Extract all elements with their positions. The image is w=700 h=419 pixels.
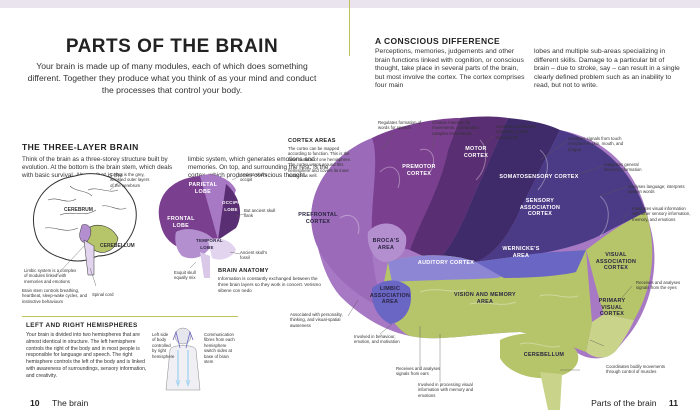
cortex-note: Cortex is the grey, wrinkled outer layer… (110, 172, 150, 188)
limbic-note: Limbic system is a complex of modules li… (24, 268, 77, 284)
occipital-lobe-label: OCCIPITAL LOBE (222, 200, 249, 212)
callout-integrates-general: Integrates general sensory information (604, 162, 642, 173)
callout-receives-eyes: Receives and analyses signals from the e… (636, 280, 681, 291)
lobe-brain (158, 174, 245, 278)
outline-brain (33, 173, 137, 287)
three-layer-text-col2: limbic system, which generates emotions … (188, 156, 329, 180)
primary-visual-label: PRIMARY VISUAL CORTEX (598, 298, 626, 318)
wernickes-area-label: WERNICKE'S AREA (502, 246, 540, 259)
callout-analyses-language: Analyses language; interprets spoken wor… (628, 184, 685, 195)
callout-integrates-visual: Integrates visual information with other… (632, 206, 691, 222)
anatomy-note-2: But ancient skull flank (244, 208, 276, 219)
frontal-lobe-label: FRONTAL LOBE (167, 216, 195, 229)
brain-anatomy-text: Information is constantly exchanged betw… (218, 276, 321, 293)
callout-analyses-touch: Analyses signals from touch receptors in… (568, 136, 624, 152)
cortex-areas-text: The cortex can be mapped according to fu… (288, 146, 352, 179)
left-running-title: The brain (51, 398, 89, 408)
temporal-lobe-label: TEMPORAL LOBE (196, 238, 224, 250)
cerebrum-label: CEREBRUM (64, 207, 93, 213)
cerebellum-label: CEREBELLUM (523, 352, 565, 358)
callout-coordinates: Coordinates bodily movements through con… (606, 364, 665, 375)
callout-controls: Controls coordinated voluntary muscle mo… (496, 124, 536, 140)
big-brain (311, 116, 655, 410)
callout-involved-behaviour: Involved in behaviour, emotion, and moti… (354, 334, 400, 345)
brain-stem-note: Brain stem controls breathing, heartbeat… (22, 288, 87, 304)
column-divider (349, 0, 350, 56)
vision-memory-label: VISION AND MEMORY AREA (454, 292, 516, 305)
top-band (0, 0, 700, 8)
right-running-title: Parts of the brain (591, 398, 657, 408)
footer-left: 10 The brain (30, 398, 88, 408)
cortex-areas-heading: CORTEX AREAS (288, 138, 336, 144)
limbic-association-label: LIMBIC ASSOCIATION AREA (369, 286, 411, 306)
callout-receives-ears: Receives and analyses signals from ears (396, 366, 441, 377)
three-layer-heading: THE THREE-LAYER BRAIN (22, 142, 139, 152)
hemispheres-box (22, 316, 238, 387)
left-page-number: 10 (30, 398, 40, 408)
communication-note: Communication fibres from each hemispher… (204, 332, 235, 365)
spinal-cord-label: Spinal cord (92, 292, 114, 297)
hemispheres-text: Your brain is divided into two hemispher… (26, 332, 147, 379)
hemispheres-figure (165, 327, 201, 391)
callout-associated: Associated with personality, thinking, a… (290, 312, 343, 328)
motor-cortex-label: MOTOR CORTEX (463, 146, 489, 159)
hemispheres-heading: LEFT AND RIGHT HEMISPHERES (26, 322, 138, 329)
footer-right: Parts of the brain 11 (591, 398, 678, 408)
conscious-heading: A CONSCIOUS DIFFERENCE (375, 36, 501, 46)
parietal-lobe-label: PARIETAL LOBE (188, 182, 218, 195)
cerebellum-small-label: CEREBELLUM (100, 243, 135, 249)
page-title: PARTS OF THE BRAIN (65, 36, 279, 57)
conscious-text-col1: Perceptions, memories, judgements and ot… (375, 48, 525, 90)
callout-lines (347, 131, 633, 382)
anatomy-note-1: Ancient skull's occipit (240, 172, 268, 183)
right-page-number: 11 (668, 398, 678, 408)
left-side-note: Left side of body controlled by right he… (152, 332, 175, 359)
callout-involved-visual: Involved in processing visual informatio… (418, 382, 474, 398)
visual-association-label: VISUAL ASSOCIATION CORTEX (595, 252, 637, 272)
brain-anatomy-title: BRAIN ANATOMY (218, 268, 269, 274)
anatomy-note-4: Exquit skull equally mix (174, 270, 196, 281)
intro-text: Your brain is made up of many modules, e… (27, 61, 317, 95)
anatomy-note-3: Ancient skull's fossil (240, 250, 268, 261)
auditory-cortex-label: AUDITORY CORTEX (417, 260, 475, 266)
premotor-cortex-label: PREMOTOR CORTEX (402, 164, 436, 177)
callout-regulates: Regulates formation of words for speech (378, 120, 422, 131)
conscious-text-col2: lobes and multiple sub-areas specializin… (534, 48, 680, 90)
callout-creates: Creates intention for movements, coordin… (432, 120, 479, 136)
brocas-area-label: BROCA'S AREA (372, 238, 400, 251)
prefrontal-label: PREFRONTAL CORTEX (298, 212, 338, 225)
somatosensory-label: SOMATOSENSORY CORTEX (499, 174, 579, 180)
sensory-association-label: SENSORY ASSOCIATION CORTEX (519, 198, 561, 218)
